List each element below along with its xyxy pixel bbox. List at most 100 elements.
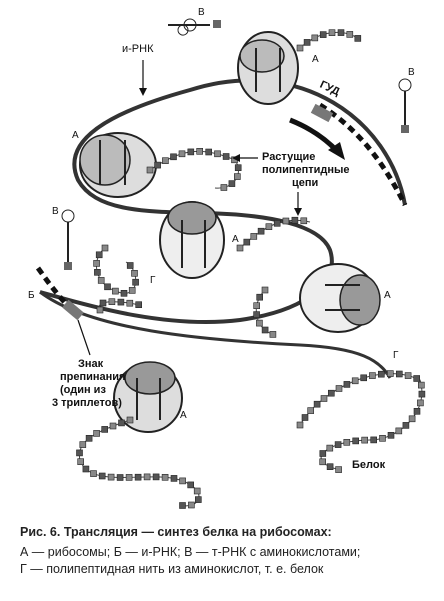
amino-acid-bead — [76, 449, 83, 457]
amino-acid-bead — [93, 260, 100, 267]
amino-acid-bead — [354, 35, 362, 42]
amino-acid-bead — [335, 385, 343, 392]
label-mrna: и-РНК — [122, 43, 154, 55]
growing-pointer-head — [232, 154, 240, 162]
mrna-strand-lower — [39, 290, 392, 379]
amino-acid-bead — [300, 217, 308, 225]
amino-acid-bead — [265, 223, 273, 230]
label-v-3: В — [52, 206, 59, 217]
amino-acid-bead — [334, 441, 342, 448]
amino-acid-bead — [128, 287, 136, 294]
stop-pointer — [77, 319, 91, 356]
amino-acid-bead — [96, 306, 104, 314]
amino-acid-bead — [319, 450, 327, 457]
growing-pointer-2-head — [294, 208, 302, 216]
label-growing-2: полипептидные — [262, 164, 350, 176]
label-growing-3: цепи — [292, 177, 318, 189]
amino-acid-bead — [77, 458, 84, 466]
amino-acid-bead — [196, 148, 203, 155]
amino-acid-bead — [134, 473, 142, 481]
amino-acid-bead — [418, 390, 426, 398]
amino-acid-bead — [85, 434, 93, 442]
amino-acid-bead — [205, 148, 212, 156]
amino-acid-bead — [343, 438, 351, 446]
label-a-2: А — [72, 130, 79, 141]
amino-acid-bead — [116, 474, 124, 481]
amino-acid-bead — [126, 262, 134, 269]
amino-acid-bead — [395, 370, 403, 378]
trna-left — [61, 209, 75, 270]
amino-acid-bead — [269, 331, 277, 338]
figure-caption-line-1: А — рибосомы; Б — и-РНК; В — т-РНК с ами… — [20, 545, 361, 559]
amino-acid-bead — [162, 157, 169, 164]
amino-acid-bead — [335, 466, 342, 473]
amino-acid-bead — [117, 298, 125, 306]
amino-acid-bead — [187, 148, 195, 156]
amino-acid-bead — [395, 427, 403, 435]
amino-acid-bead — [273, 220, 281, 227]
translation-diagram: и-РНК ГУД Растущие полипептидные цепи Зн… — [28, 7, 426, 509]
amino-acid-bead — [337, 29, 345, 36]
amino-acid-bead — [303, 39, 311, 46]
amino-acid-bead — [193, 487, 201, 495]
amino-acid-bead — [261, 286, 269, 294]
amino-acid-bead — [313, 400, 321, 408]
amino-acid-bead — [408, 415, 416, 423]
chain-backbone — [299, 373, 423, 471]
ribosome-2 — [79, 132, 157, 198]
stop-codon-segment — [62, 299, 84, 321]
amino-acid-bead — [101, 244, 109, 252]
amino-acid-bead — [417, 381, 425, 389]
amino-acid-bead — [131, 269, 138, 277]
amino-acid-bead — [253, 311, 260, 318]
amino-acid-bead — [311, 34, 319, 42]
amino-acid-bead — [94, 268, 101, 276]
amino-acid-bead — [320, 395, 328, 402]
amino-acid-bead — [296, 421, 304, 429]
amino-acid-bead — [104, 283, 111, 291]
label-a-3: А — [232, 234, 239, 245]
amino-acid-bead — [118, 419, 125, 427]
label-a-5: А — [180, 410, 187, 421]
amino-acid-bead — [126, 299, 134, 307]
label-protein: Белок — [352, 459, 386, 471]
ribosome-3 — [159, 201, 225, 279]
ribosome-5 — [113, 361, 183, 433]
mrna-pointer-head — [139, 88, 147, 96]
amino-acid-bead — [307, 407, 315, 414]
amino-acid-bead — [126, 416, 134, 424]
direction-arrowhead — [328, 142, 345, 160]
ribosome-1 — [237, 31, 299, 105]
amino-acid-bead — [328, 29, 336, 37]
amino-acid-bead — [95, 251, 103, 259]
amino-acid-bead — [228, 180, 236, 187]
amino-acid-bead — [101, 426, 108, 433]
amino-acid-bead — [220, 184, 228, 191]
amino-acid-bead — [125, 474, 133, 481]
amino-acid-bead — [170, 475, 178, 482]
label-growing-1: Растущие — [262, 151, 315, 163]
amino-acid-bead — [257, 227, 265, 235]
amino-acid-bead — [319, 31, 327, 38]
amino-acid-bead — [222, 153, 230, 160]
amino-acid-bead — [319, 458, 327, 466]
amino-acid-bead — [82, 465, 90, 473]
amino-acid-bead — [107, 473, 115, 481]
amino-acid-bead — [112, 287, 119, 295]
mrna-dashed-end — [318, 102, 408, 207]
amino-acid-bead — [146, 166, 154, 174]
figure-caption-title: Рис. 6. Трансляция — синтез белка на риб… — [20, 524, 440, 541]
start-codon-segment — [310, 103, 334, 123]
amino-acid-bead — [99, 299, 107, 307]
amino-acid-bead — [413, 407, 421, 415]
amino-acid-bead — [250, 233, 258, 240]
polypeptide-chains — [76, 29, 426, 509]
amino-acid-bead — [351, 377, 359, 385]
amino-acid-bead — [195, 496, 202, 503]
amino-acid-bead — [404, 372, 412, 379]
label-b: Б — [28, 290, 35, 301]
amino-acid-bead — [282, 217, 290, 225]
amino-acid-bead — [178, 150, 186, 158]
ribosome-4 — [299, 263, 381, 333]
amino-acid-bead — [243, 238, 251, 246]
